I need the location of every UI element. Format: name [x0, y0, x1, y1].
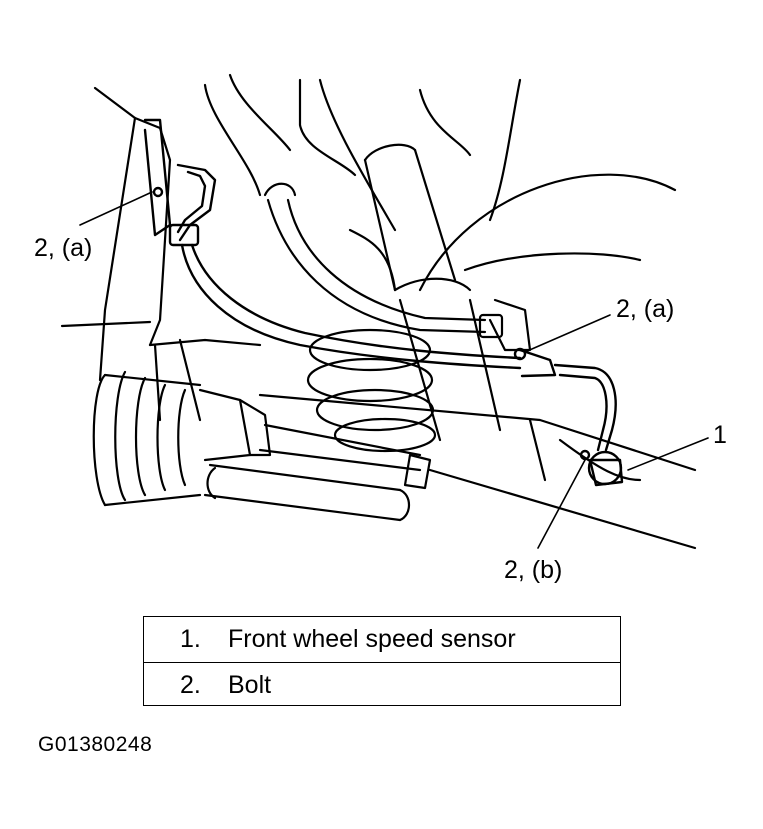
brake-hose — [263, 182, 504, 339]
legend-table: 1. Front wheel speed sensor 2. Bolt — [143, 616, 621, 706]
legend-text: Front wheel speed sensor — [228, 625, 516, 653]
leader-lines — [79, 191, 709, 549]
coil-spring — [306, 328, 437, 453]
callout-speed-sensor: 1 — [713, 421, 727, 449]
callout-bolt-b: 2, (b) — [504, 556, 563, 584]
legend-row: 2. Bolt — [144, 662, 620, 708]
drive-shaft — [92, 370, 432, 522]
suspension-illustration — [60, 73, 709, 550]
tire-edge — [463, 252, 642, 272]
strut-tower — [203, 73, 522, 292]
sensor-harness — [143, 118, 624, 487]
figure-id: G01380248 — [38, 733, 153, 756]
legend-number: 2. — [180, 671, 201, 699]
legend-number: 1. — [180, 625, 201, 653]
legend-row: 1. Front wheel speed sensor — [144, 617, 620, 662]
body-panel — [60, 86, 262, 422]
strut-assembly — [363, 143, 532, 442]
legend-text: Bolt — [228, 671, 272, 699]
wheel-arch — [418, 173, 677, 292]
callout-bolt-a-left: 2, (a) — [34, 234, 93, 262]
lower-arm — [258, 393, 697, 550]
callout-bolt-a-right: 2, (a) — [616, 295, 675, 323]
